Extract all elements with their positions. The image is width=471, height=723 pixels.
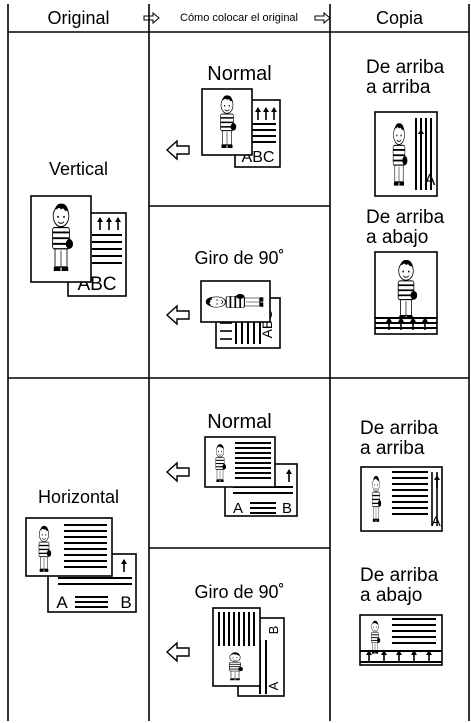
svg-text:B: B bbox=[266, 626, 281, 635]
vertical-rotated-placement: ABC bbox=[166, 280, 281, 349]
copy-vertical-top-to-top-label: De arriba a arriba bbox=[366, 58, 444, 98]
copy-label-line: De arriba bbox=[360, 565, 439, 586]
svg-text:A: A bbox=[56, 593, 68, 612]
horizontal-normal-placement: A B bbox=[166, 436, 298, 517]
copy-label-line: De arriba bbox=[366, 57, 445, 78]
left-arrow-icon bbox=[166, 140, 190, 160]
left-arrow-icon bbox=[166, 305, 190, 325]
original-vertical-label: Vertical bbox=[48, 159, 109, 179]
svg-text:A: A bbox=[233, 500, 243, 517]
left-arrow-icon bbox=[166, 462, 190, 482]
svg-text:B: B bbox=[282, 500, 292, 517]
copy-horizontal-top-to-top-label: De arriba a arriba bbox=[360, 419, 438, 459]
header-copy-label: Copia bbox=[375, 7, 424, 28]
header-placement-label: Cómo colocar el original bbox=[180, 12, 298, 24]
copy-vertical-top-to-bottom bbox=[374, 251, 438, 335]
copy-label-line: De arriba bbox=[366, 207, 445, 228]
original-horizontal-figure: A B bbox=[25, 517, 137, 613]
header-copy: Copia bbox=[330, 4, 469, 32]
copy-horizontal-top-to-bottom bbox=[359, 614, 443, 666]
svg-text:B: B bbox=[120, 593, 131, 612]
vertical-rotated-label: Giro de 90˚ bbox=[194, 248, 285, 268]
vertical-normal-label: Normal bbox=[207, 63, 272, 85]
copy-horizontal-top-to-bottom-label: De arriba a abajo bbox=[360, 566, 438, 606]
copy-label-line: a abajo bbox=[366, 226, 429, 248]
copy-label-line: a arriba bbox=[360, 437, 425, 459]
horizontal-normal-label: Normal bbox=[207, 411, 272, 433]
svg-text:A: A bbox=[266, 681, 281, 690]
copy-label-line: a abajo bbox=[360, 584, 423, 606]
horizontal-rotated-label: Giro de 90˚ bbox=[194, 582, 285, 602]
original-horizontal-label: Horizontal bbox=[37, 487, 120, 507]
left-arrow-icon bbox=[166, 642, 190, 662]
table-grid bbox=[7, 4, 470, 721]
original-vertical-figure: ABC bbox=[30, 195, 127, 297]
copy-label-line: De arriba bbox=[360, 418, 439, 439]
svg-text:A: A bbox=[431, 513, 441, 529]
header-original-label: Original bbox=[47, 7, 110, 28]
header-original: Original bbox=[8, 4, 149, 32]
header-placement: Cómo colocar el original bbox=[163, 4, 315, 32]
header-arrow-right-icon bbox=[314, 12, 331, 24]
vertical-normal-placement: ABC bbox=[166, 88, 281, 168]
copy-vertical-top-to-bottom-label: De arriba a abajo bbox=[366, 208, 444, 248]
copy-label-line: a arriba bbox=[366, 76, 431, 98]
svg-text:A: A bbox=[425, 172, 436, 189]
horizontal-rotated-placement: B A bbox=[166, 607, 285, 697]
copy-horizontal-top-to-top: A bbox=[360, 466, 443, 532]
copy-vertical-top-to-top: A bbox=[374, 111, 438, 197]
